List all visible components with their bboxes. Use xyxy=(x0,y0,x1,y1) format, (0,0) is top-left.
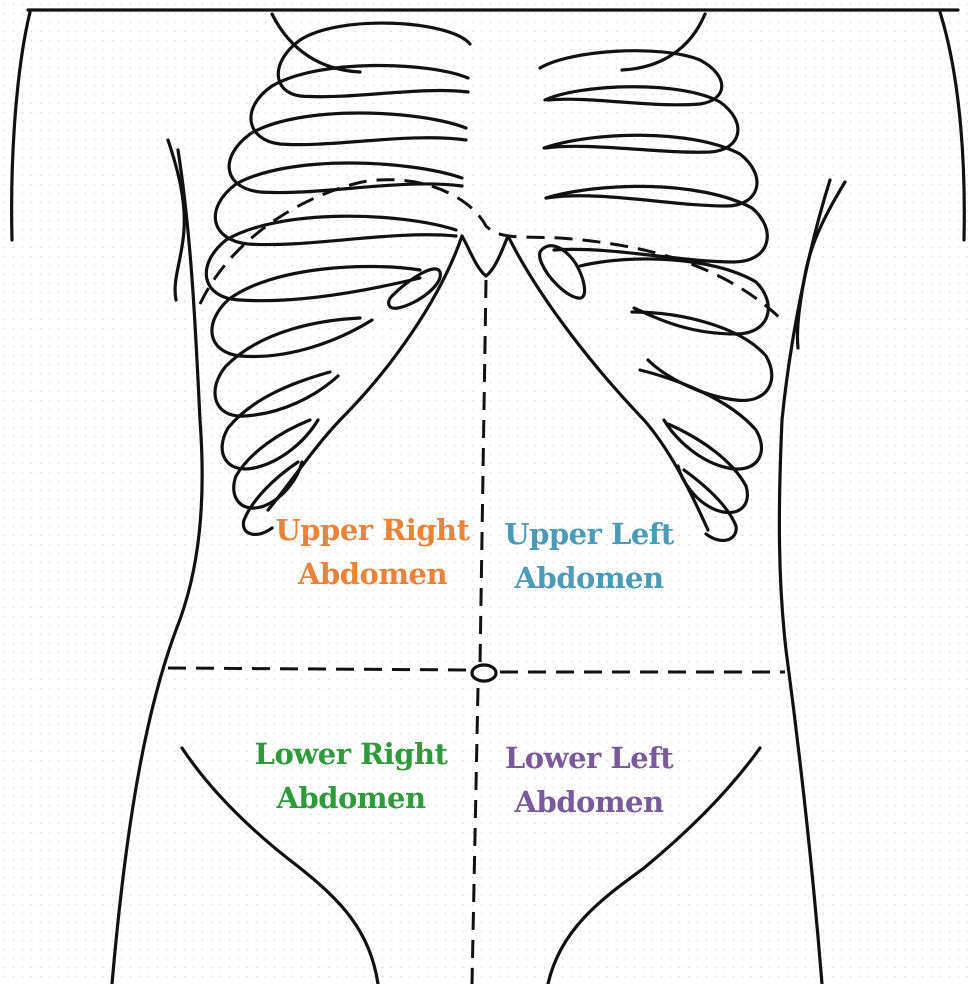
lower-right-line1: Lower Right xyxy=(246,732,456,776)
upper-left-abdomen-label: Upper Left Abdomen xyxy=(498,512,680,600)
lower-left-line1: Lower Left xyxy=(486,736,692,780)
upper-right-line1: Upper Right xyxy=(270,508,475,552)
lower-left-line2: Abdomen xyxy=(486,780,692,824)
right-arm-mark xyxy=(168,140,184,300)
upper-left-line2: Abdomen xyxy=(498,556,680,600)
navel xyxy=(472,665,496,681)
upper-right-line2: Abdomen xyxy=(270,552,475,596)
lower-left-abdomen-label: Lower Left Abdomen xyxy=(486,736,692,824)
vertical-midline-upper xyxy=(480,280,486,665)
left-ribcage xyxy=(508,51,772,541)
vertical-midline-lower xyxy=(472,688,478,984)
torso-left-side xyxy=(779,180,830,984)
torso-right-side xyxy=(112,150,202,984)
right-ribcage xyxy=(206,23,508,534)
diaphragm-line xyxy=(200,180,780,318)
horizontal-line-left xyxy=(168,668,468,670)
lower-right-abdomen-label: Lower Right Abdomen xyxy=(246,732,456,820)
upper-left-line1: Upper Left xyxy=(498,512,680,556)
neck-right xyxy=(622,14,705,70)
right-arm-outline xyxy=(12,12,30,240)
left-arm-outline xyxy=(940,12,964,240)
upper-right-abdomen-label: Upper Right Abdomen xyxy=(270,508,475,596)
neck-left xyxy=(272,14,360,72)
lower-right-line2: Abdomen xyxy=(246,776,456,820)
